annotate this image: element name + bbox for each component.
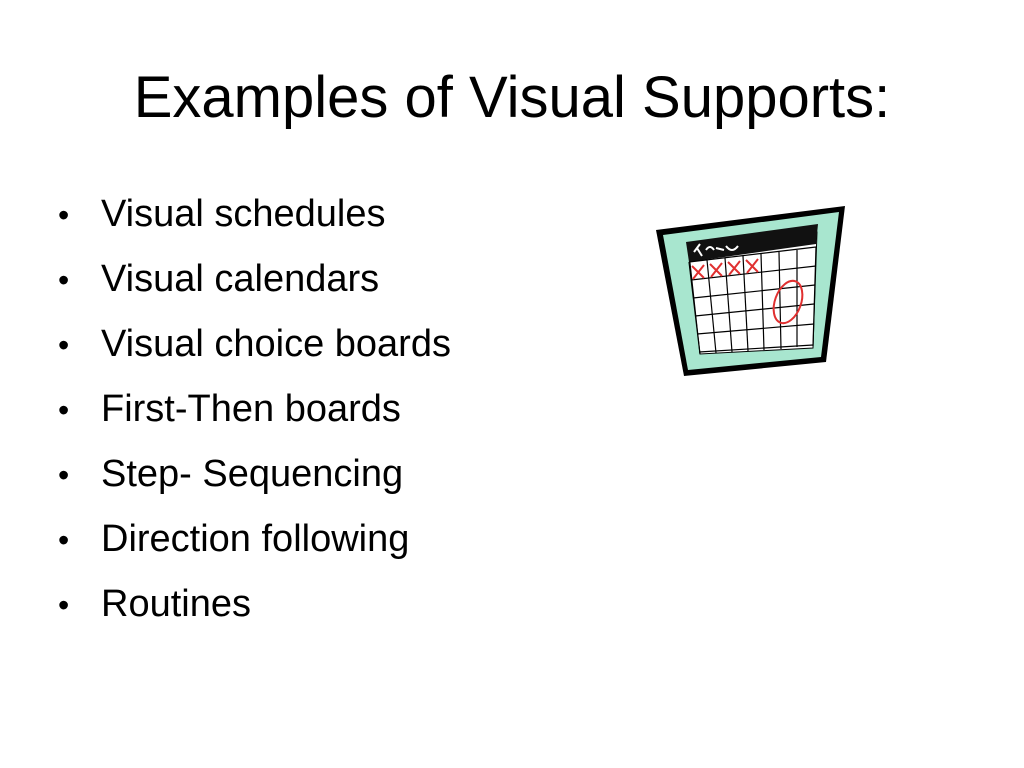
bullet-text: Visual schedules (101, 193, 386, 235)
bullet-symbol: • (58, 197, 70, 233)
bullet-text: Routines (101, 583, 251, 625)
bullet-text: Direction following (101, 518, 410, 560)
bullet-symbol: • (58, 522, 70, 558)
bullet-symbol: • (58, 262, 70, 298)
bullet-item: • Direction following (58, 507, 451, 572)
bullet-list: • Visual schedules • Visual calendars • … (58, 182, 451, 637)
bullet-item: • Step- Sequencing (58, 442, 451, 507)
calendar-icon (656, 206, 845, 376)
bullet-symbol: • (58, 392, 70, 428)
calendar-header-scribble (693, 243, 739, 257)
bullet-item: • Visual schedules (58, 182, 451, 247)
bullet-text: Step- Sequencing (101, 453, 404, 495)
bullet-text: First-Then boards (101, 388, 401, 430)
bullet-item: • First-Then boards (58, 377, 451, 442)
calendar-grid (688, 246, 817, 355)
calendar-header-bar (686, 224, 818, 262)
bullet-text: Visual choice boards (101, 323, 451, 365)
slide-title: Examples of Visual Supports: (133, 65, 891, 130)
bullet-item: • Visual calendars (58, 247, 451, 312)
bullet-symbol: • (58, 457, 70, 493)
bullet-item: • Visual choice boards (58, 312, 451, 377)
bullet-symbol: • (58, 587, 70, 623)
calendar-x-marks (691, 258, 759, 280)
bullet-symbol: • (58, 327, 70, 363)
bullet-text: Visual calendars (101, 258, 380, 300)
calendar-circle-mark (772, 279, 804, 325)
bullet-item: • Routines (58, 572, 451, 637)
